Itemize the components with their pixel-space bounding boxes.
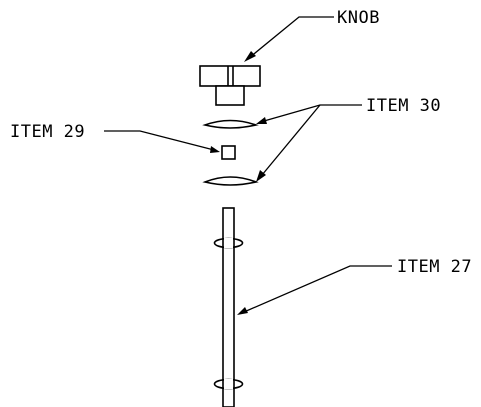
knob-part [199, 65, 261, 106]
item-30-upper-washer [202, 119, 259, 129]
item-27-label: ITEM 27 [397, 257, 472, 277]
knob-leader [244, 16, 334, 62]
knob-label: KNOB [337, 8, 380, 28]
item-27-rod [213, 207, 244, 407]
item-29-leader [104, 130, 220, 153]
item-29-label: ITEM 29 [10, 122, 85, 142]
item-30-label: ITEM 30 [366, 96, 441, 116]
item-27-leader [237, 265, 392, 315]
item-29-part [221, 145, 236, 160]
item-30-lower-washer [202, 176, 259, 186]
item-30-leaders [256, 104, 362, 182]
